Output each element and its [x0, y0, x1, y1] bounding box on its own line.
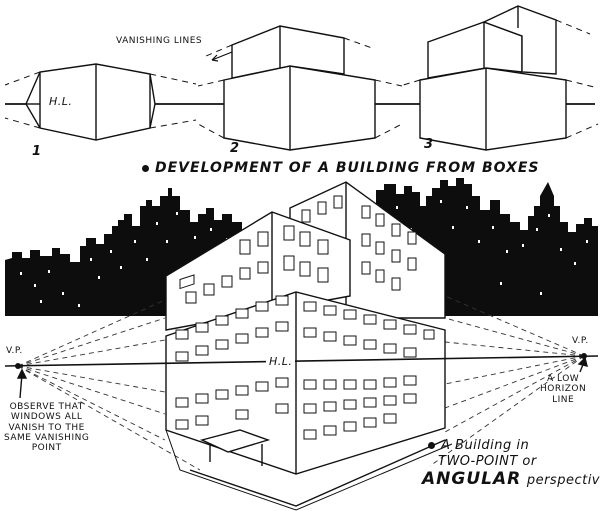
bottom-horizon-label: H.L. [266, 355, 296, 369]
step-number-2: 2 [230, 141, 240, 156]
title-bullet [142, 164, 149, 172]
caption-line-2: TWO-POINT or [438, 453, 537, 469]
bottom-horizon-line [4, 355, 599, 367]
entrance-canopy [199, 429, 271, 453]
development-title-text: DEVELOPMENT OF A BUILDING FROM BOXES [155, 160, 540, 176]
vp-left-label: V.P. [6, 346, 23, 356]
caption-bullet [428, 442, 435, 449]
vp-right-label: V.P. [572, 336, 589, 346]
angular-perspective-caption: A Building in TWO-POINT or ANGULAR persp… [422, 438, 600, 490]
box-1 [25, 63, 156, 141]
building-windows [175, 195, 435, 440]
top-horizon-label: H.L. [46, 95, 76, 109]
two-point-vanishing-lines [17, 295, 585, 471]
box-2 [223, 25, 376, 151]
windows-vanish-note: OBSERVE THAT WINDOWS ALL VANISH TO THE S… [4, 402, 90, 454]
vanishing-point-left [15, 363, 21, 369]
low-horizon-note: A LOW HORIZON LINE [540, 374, 587, 405]
caption-angular: ANGULAR [422, 469, 522, 490]
caption-line-1-text: A Building in [441, 438, 530, 453]
vanishing-lines-label: VANISHING LINES [116, 36, 203, 46]
annotation-arrows [16, 356, 588, 399]
caption-perspective: perspective [526, 473, 600, 489]
box-3 [419, 5, 567, 151]
development-title: DEVELOPMENT OF A BUILDING FROM BOXES [142, 160, 540, 176]
caption-line-3: ANGULAR perspective [422, 469, 600, 489]
top-development-diagram [4, 5, 599, 151]
step-number-1: 1 [32, 144, 42, 159]
caption-line-1: A Building in [428, 438, 600, 454]
step-number-3: 3 [424, 137, 434, 152]
